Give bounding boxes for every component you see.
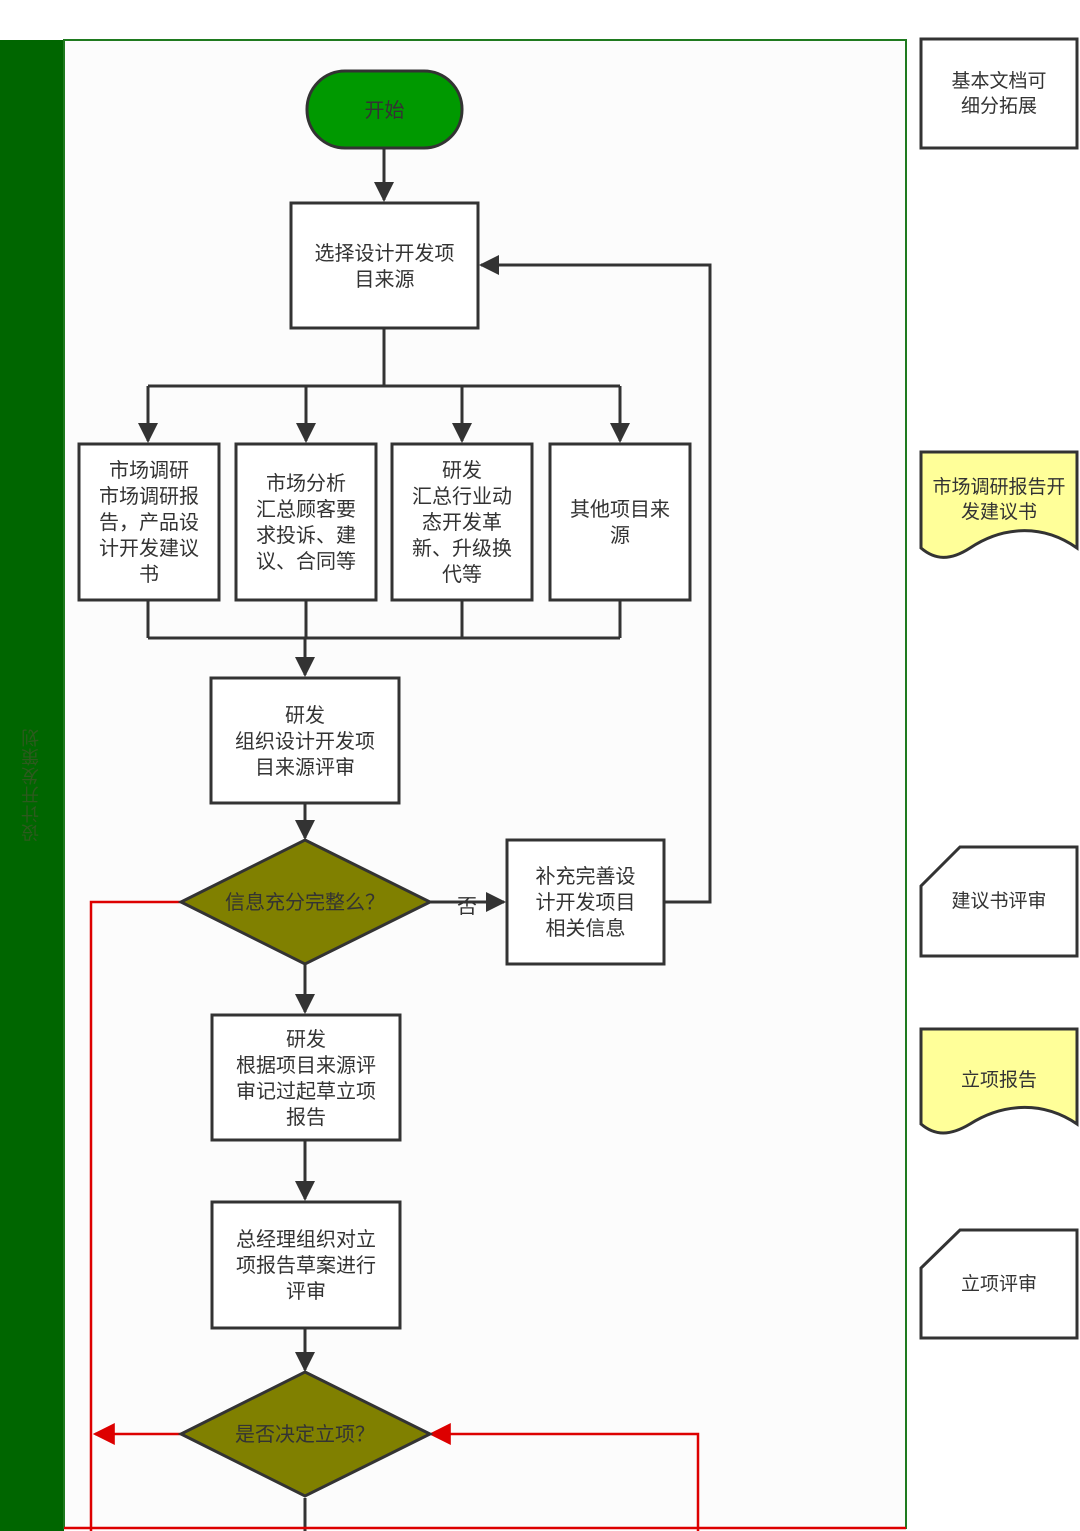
market-research-box xyxy=(77,442,221,602)
doc-market-report-shape xyxy=(919,450,1079,559)
source-review-label: 研发 组织设计开发项 目来源评审 xyxy=(235,702,375,779)
draft-report-box xyxy=(210,1013,402,1142)
gm-review-label: 总经理组织对立 项报告草案进行 评审 xyxy=(236,1227,376,1303)
select-source-label: 选择设计开发项 目来源 xyxy=(314,240,455,291)
swimlane-header xyxy=(0,40,64,1531)
source-review-box xyxy=(209,676,401,805)
start-terminal xyxy=(305,69,464,150)
swimlane-body xyxy=(63,39,907,1529)
edge-info-incomplete-reject xyxy=(89,900,181,1531)
market-research-label: 市场调研 市场调研报 告，产品设 计开发建议 书 xyxy=(99,458,199,586)
doc-project-review-label: 立项评审 xyxy=(960,1272,1037,1295)
info-complete-decision xyxy=(177,838,434,966)
doc-project-report-label: 立项报告 xyxy=(960,1068,1037,1091)
doc-project-report-shape xyxy=(919,1027,1079,1135)
edge-supplement-back-to-select xyxy=(479,255,712,904)
rd-trends-box xyxy=(390,442,534,602)
doc-market-report-label: 市场调研报告开 发建议书 xyxy=(932,476,1066,523)
gm-review-box xyxy=(210,1200,402,1330)
swimlane-label: 设计开发策划 xyxy=(21,728,42,843)
doc-project-review-shape xyxy=(919,1228,1079,1340)
edge-label-no: 否 xyxy=(457,894,477,918)
rd-trends-label: 研发 汇总行业动 态开发革 新、升级换 代等 xyxy=(412,458,512,586)
market-analysis-box xyxy=(234,442,378,602)
other-source-box xyxy=(548,442,692,602)
decide-label: 是否决定立项？ xyxy=(235,1422,375,1446)
other-source-label: 其他项目来 源 xyxy=(570,497,670,547)
market-analysis-label: 市场分析 汇总顾客要 求投诉、建 议、合同等 xyxy=(256,471,356,573)
edge-return-to-decide xyxy=(428,1423,700,1531)
select-source-box xyxy=(289,201,480,330)
info-complete-label: 信息充分完整么？ xyxy=(225,890,385,914)
supplement-label: 补充完善设 计开发项目 相关信息 xyxy=(535,864,636,940)
decide-decision xyxy=(177,1370,434,1498)
doc-proposal-review-label: 建议书评审 xyxy=(951,890,1047,912)
supplement-box xyxy=(505,838,666,966)
start-label: 开始 xyxy=(364,97,405,122)
doc-header-label: 基本文档可 细分拓展 xyxy=(951,69,1047,117)
doc-header-box xyxy=(919,37,1079,150)
draft-report-label: 研发 根据项目来源评 审记过起草立项 报告 xyxy=(236,1026,376,1129)
doc-proposal-review-shape xyxy=(919,845,1079,958)
